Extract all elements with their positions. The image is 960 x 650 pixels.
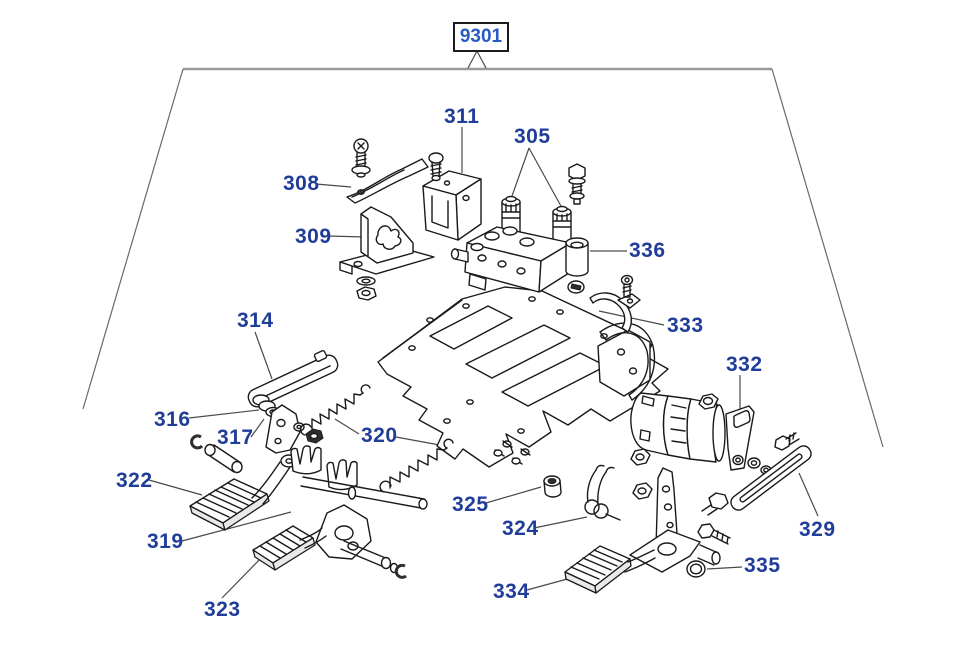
part-label-316[interactable]: 316 xyxy=(154,408,191,431)
part-label-305[interactable]: 305 xyxy=(514,125,551,148)
figure-ref-box[interactable]: 9301 xyxy=(453,22,509,52)
mounting-plate-drawing xyxy=(377,286,669,468)
perspective-frame xyxy=(82,49,884,448)
part-label-325[interactable]: 325 xyxy=(452,493,489,516)
pivot-hardware-317-area xyxy=(265,404,324,454)
leader-308 xyxy=(315,183,352,188)
leader-320 xyxy=(334,418,446,447)
part-309-support-bracket xyxy=(339,206,435,301)
part-335-oring xyxy=(686,560,706,578)
part-label-314[interactable]: 314 xyxy=(237,309,274,332)
part-label-329[interactable]: 329 xyxy=(799,518,836,541)
part-label-332[interactable]: 332 xyxy=(726,353,763,376)
part-325-bushing xyxy=(543,475,562,498)
part-334-pedal xyxy=(564,448,731,594)
part-label-317[interactable]: 317 xyxy=(217,426,254,449)
part-label-333[interactable]: 333 xyxy=(667,314,704,337)
part-336-valve-block xyxy=(450,226,589,294)
leader-314 xyxy=(254,331,273,380)
leader-335 xyxy=(706,566,743,570)
part-332-actuator xyxy=(630,392,772,475)
leader-316 xyxy=(188,409,260,419)
part-322-pedal xyxy=(189,434,428,531)
part-308-clamp-strap xyxy=(346,138,429,204)
part-320-springs xyxy=(299,384,454,493)
ref-callout-caret xyxy=(467,49,487,69)
part-label-334[interactable]: 334 xyxy=(493,580,530,603)
leader-329 xyxy=(798,472,819,517)
leader-325 xyxy=(485,486,542,504)
part-label-319[interactable]: 319 xyxy=(147,530,184,553)
leader-lines xyxy=(148,127,819,599)
leader-317 xyxy=(250,418,265,438)
leader-305 xyxy=(511,147,563,209)
leader-324 xyxy=(533,516,588,529)
part-label-311[interactable]: 311 xyxy=(444,105,480,128)
leader-319 xyxy=(181,511,292,542)
part-329-link xyxy=(701,432,812,516)
figure-ref-label: 9301 xyxy=(459,26,503,47)
part-label-308[interactable]: 308 xyxy=(283,172,320,195)
part-label-335[interactable]: 335 xyxy=(744,554,781,577)
leader-334 xyxy=(526,577,572,591)
part-label-324[interactable]: 324 xyxy=(502,517,539,540)
leader-309 xyxy=(326,235,367,238)
part-label-320[interactable]: 320 xyxy=(361,424,398,447)
part-label-309[interactable]: 309 xyxy=(295,225,332,248)
part-324-torsion-spring xyxy=(584,464,621,521)
part-333-clamp xyxy=(589,274,641,333)
part-323-pedal xyxy=(252,504,407,579)
part-label-336[interactable]: 336 xyxy=(629,239,666,262)
leader-323 xyxy=(221,552,267,599)
part-311-bracket xyxy=(422,152,482,241)
leader-322 xyxy=(148,479,203,496)
part-label-323[interactable]: 323 xyxy=(204,598,241,621)
part-label-322[interactable]: 322 xyxy=(116,469,153,492)
part-314-lever xyxy=(247,350,339,408)
